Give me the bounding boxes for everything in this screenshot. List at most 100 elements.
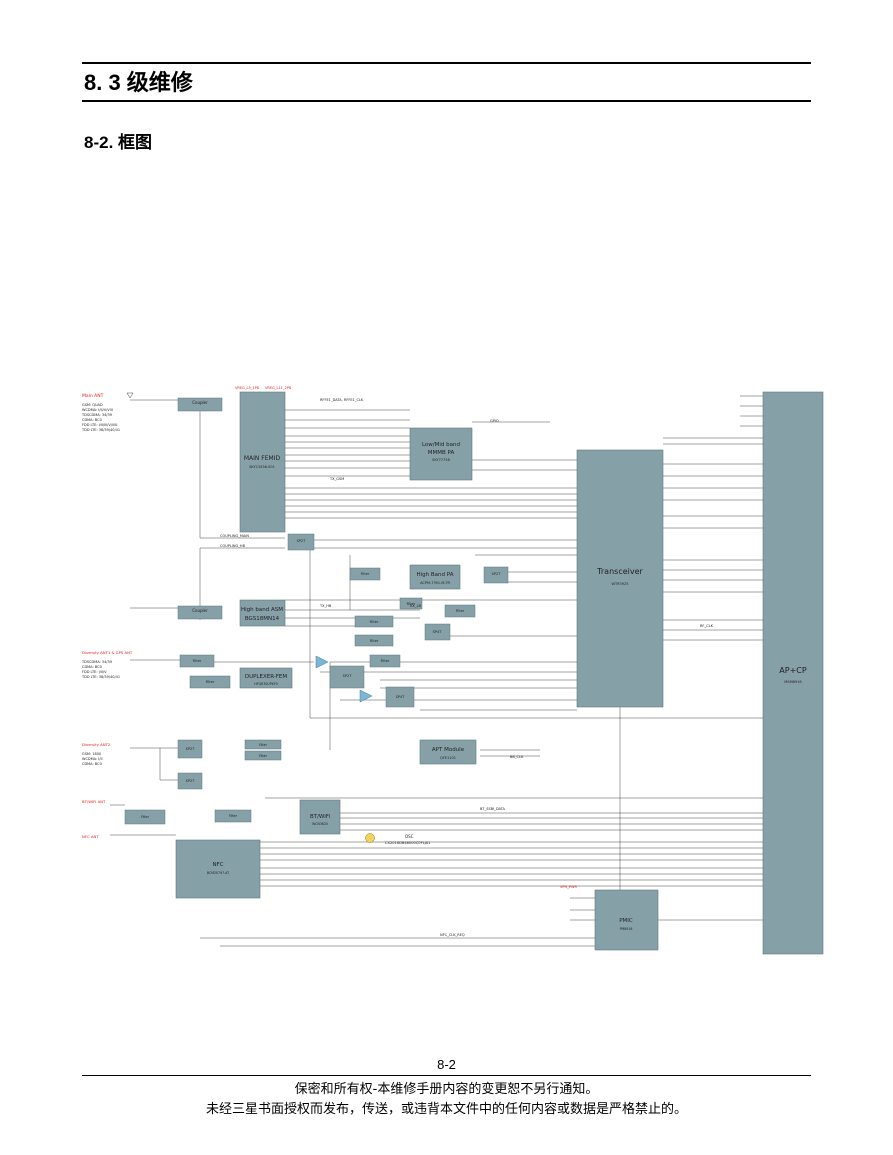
filter-hb1 xyxy=(349,567,381,581)
nfc-pn: BCM20797-AT xyxy=(207,871,229,875)
duplexer-label: DUPLEXER-FEM xyxy=(245,674,288,680)
osc-label: OSC xyxy=(405,834,414,839)
diversity-antenna1: Diversity ANT1 & GPS ANT TDSCDMA: 34/39 … xyxy=(81,650,133,679)
lowmid-pn: SKY77758 xyxy=(432,458,450,462)
sp2t-div2 xyxy=(177,739,203,759)
pmic-label: PMIC xyxy=(619,918,633,924)
lna-1 xyxy=(315,655,329,669)
duplexer-fem-block xyxy=(239,667,293,689)
bt-data-label: BT_SSBI_DATA xyxy=(480,807,506,811)
filter-div5-label: Filter xyxy=(259,754,268,758)
filter-b2-label: Filter xyxy=(456,609,465,613)
div-band-0: TDSCDMA: 34/39 xyxy=(81,660,112,664)
highpa-label: High Band PA xyxy=(417,572,454,578)
page-number: 8-2 xyxy=(437,1057,456,1072)
filter-b1 xyxy=(399,597,423,610)
highasm-label: High band ASM xyxy=(241,607,283,613)
osc-pn: CX2016DB48000C0FLJA1 xyxy=(385,841,430,845)
coupler-hb-label: Coupler xyxy=(192,608,208,613)
nfc-block xyxy=(175,839,261,899)
footer-notice-2: 未经三星书面授权而发布，传送，或违背本文件中的任何内容或数据是严格禁止的。 xyxy=(205,1102,687,1117)
apcp-block xyxy=(762,391,824,955)
highpa-pn: ACPM-7391-M-TR xyxy=(420,581,450,585)
sp2t-div3-label: SP2T xyxy=(186,779,196,783)
main-band-0: GSM: QUAD xyxy=(82,403,103,407)
main-band-5: TDD LTE: 38/39/40/41 xyxy=(81,428,120,432)
sp2t-label: SP2T xyxy=(297,539,307,543)
vreg-l11-label: VREG_L11_2P8 xyxy=(265,386,291,390)
lna-2 xyxy=(359,689,373,703)
header-rule-bottom xyxy=(82,100,811,102)
filter-b4-label: Filter xyxy=(370,639,379,643)
div-band-3: TDD LTE: 38/39/40/41 xyxy=(81,675,120,679)
filter-b2 xyxy=(444,604,476,618)
apt-label: APT Module xyxy=(432,747,465,753)
bt-wifi-block xyxy=(299,799,341,835)
pmic-block xyxy=(594,889,659,951)
main-antenna: Main ANT GSM: QUAD WCDMA: I/II/V/VIII TD… xyxy=(81,392,134,432)
sp2t-div2-label: SP2T xyxy=(186,747,196,751)
page-title: 8. 3 级维修 xyxy=(84,70,193,95)
nfc-ant-label: NFC ANT xyxy=(82,834,99,839)
lowmid-label: Low/Mid band xyxy=(422,442,460,448)
gpio-label: GPIO xyxy=(490,419,499,423)
div-band-2: FDD LTE: I/II/V xyxy=(82,670,107,674)
main-ant-label: Main ANT xyxy=(82,393,104,399)
vreg-l5-label: VREG_L5_1P8 xyxy=(235,386,259,390)
div-ant2-label: Diversity ANT2 xyxy=(82,742,111,747)
mmmb-label: MMMB PA xyxy=(428,450,455,456)
transceiver-block xyxy=(576,449,664,708)
pmic-pn: PM8916 xyxy=(620,927,633,931)
btwifi-pn: WCN3620 xyxy=(312,822,328,826)
filter-div4-label: Filter xyxy=(259,743,268,747)
section-title: 8-2. 框图 xyxy=(84,133,153,152)
bt-wifi-ant-label: BT/WIFI ANT xyxy=(82,799,106,804)
coupler-main xyxy=(177,397,223,412)
rx-lb-label: RX_LB xyxy=(410,604,422,608)
filter-div3 xyxy=(369,654,401,668)
filter-b3 xyxy=(354,615,394,628)
main-femid-block xyxy=(239,391,286,533)
osc-icon xyxy=(365,833,375,843)
filter-div4 xyxy=(244,739,282,750)
tx-hb-label: TX_HB xyxy=(319,604,332,608)
highband-pa-block xyxy=(409,564,461,590)
sp2t-hb-label: SP2T xyxy=(492,572,502,576)
nfc-clk-label: NFC_CLK_REQ xyxy=(440,933,465,937)
diversity-antenna2: Diversity ANT2 GSM: 1800 WCDMA: I/II CDM… xyxy=(82,742,111,766)
sp4t-label: SP4T xyxy=(433,630,443,634)
tx-gsm-label: TX_GSM xyxy=(329,477,344,481)
main-band-2: TDSCDMA: 34/39 xyxy=(81,413,112,417)
filter-div1-label: Filter xyxy=(193,659,202,663)
sp4t-div xyxy=(385,686,415,708)
vph-pwr-label: VPH_PWR xyxy=(560,885,577,889)
highasm-pn: BGS18MN14 xyxy=(245,616,280,622)
main-femid-pn: SKY13436-001 xyxy=(249,465,275,469)
rffe-label: RFFE1_DATA, RFFE1_CLK xyxy=(320,398,364,402)
sp2t-div-label: SP2T xyxy=(343,674,353,678)
highband-asm-block xyxy=(239,599,286,627)
coupler-main-label: Coupler xyxy=(192,400,208,405)
sp2t-div xyxy=(329,665,365,689)
apt-pn: QFE1101 xyxy=(440,756,456,760)
filter-div1 xyxy=(179,654,215,668)
sp2t-div3 xyxy=(177,772,203,790)
sp4t-block xyxy=(424,623,451,641)
filter-div3-label: Filter xyxy=(381,659,390,663)
main-band-1: WCDMA: I/II/V/VIII xyxy=(82,408,113,412)
lowmid-pa-block xyxy=(409,427,473,481)
filter-b1-label: Filter xyxy=(407,602,416,606)
filter-hb1-label: Filter xyxy=(361,572,370,576)
sp2t-block xyxy=(287,533,315,551)
filter-div2-label: Filter xyxy=(206,680,215,684)
main-band-4: FDD LTE: I/II/III/V/VIII xyxy=(82,423,117,427)
duplexer-pn: HFQR30UPKF9 xyxy=(254,682,277,686)
filter-div2 xyxy=(189,675,231,689)
btwifi-label: BT/WiFi xyxy=(310,814,331,820)
main-band-3: CDMA: BC0 xyxy=(82,418,102,422)
header-rule-top xyxy=(82,62,811,64)
main-femid-label: MAIN FEMID xyxy=(244,455,281,462)
sp2t-hb xyxy=(483,566,509,584)
rf-clk-label: RF_CLK xyxy=(700,624,714,628)
filter-b4 xyxy=(354,634,394,647)
